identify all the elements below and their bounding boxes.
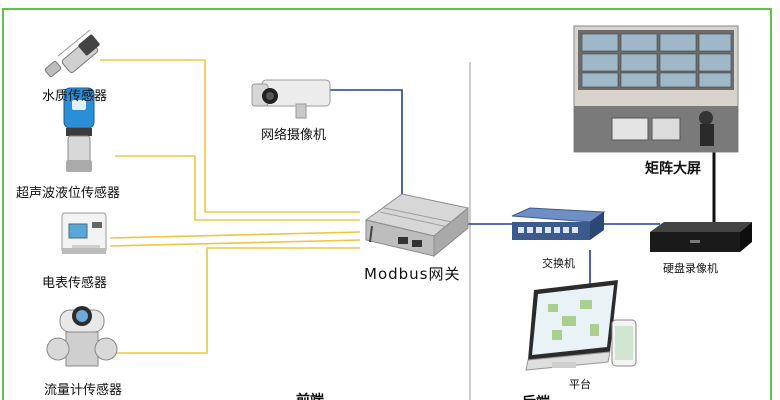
sensor-wires	[100, 59, 361, 354]
wire-water-quality	[100, 59, 360, 213]
label-switch: 交换机	[542, 257, 575, 270]
label-front-end: 前端	[296, 390, 324, 400]
label-water-quality-sensor: 水质传感器	[42, 89, 108, 104]
water-quality-sensor-icon	[44, 29, 100, 78]
label-network-camera: 网络摄像机	[261, 128, 327, 143]
wire-ultrasonic	[115, 155, 360, 221]
label-meter-sensor: 电表传感器	[42, 276, 108, 291]
label-modbus-gateway: Modbus网关	[364, 265, 461, 283]
wire-meter-2	[109, 239, 361, 247]
flowmeter-icon	[46, 306, 118, 367]
dvr-icon	[650, 222, 752, 252]
label-matrix-screen: 矩阵大屏	[645, 161, 701, 177]
network-wires	[330, 89, 660, 285]
matrix-screen-photo	[573, 25, 739, 153]
wire-flowmeter	[110, 247, 360, 354]
label-back-end: 后端	[522, 392, 550, 400]
diagram-frame	[2, 8, 772, 400]
ultrasonic-level-sensor-icon	[63, 87, 95, 172]
label-ultrasonic-level-sensor: 超声波液位传感器	[16, 186, 121, 201]
switch-icon	[511, 207, 606, 240]
platform-icon	[525, 280, 637, 371]
wire-meter	[109, 231, 361, 239]
label-platform: 平台	[569, 378, 591, 391]
modbus-gateway-icon	[364, 193, 470, 258]
label-flowmeter-sensor: 流量计传感器	[44, 383, 123, 398]
meter-sensor-icon	[61, 212, 107, 254]
wire-camera	[330, 89, 403, 194]
label-dvr: 硬盘录像机	[663, 262, 718, 275]
network-camera-icon	[251, 79, 331, 119]
